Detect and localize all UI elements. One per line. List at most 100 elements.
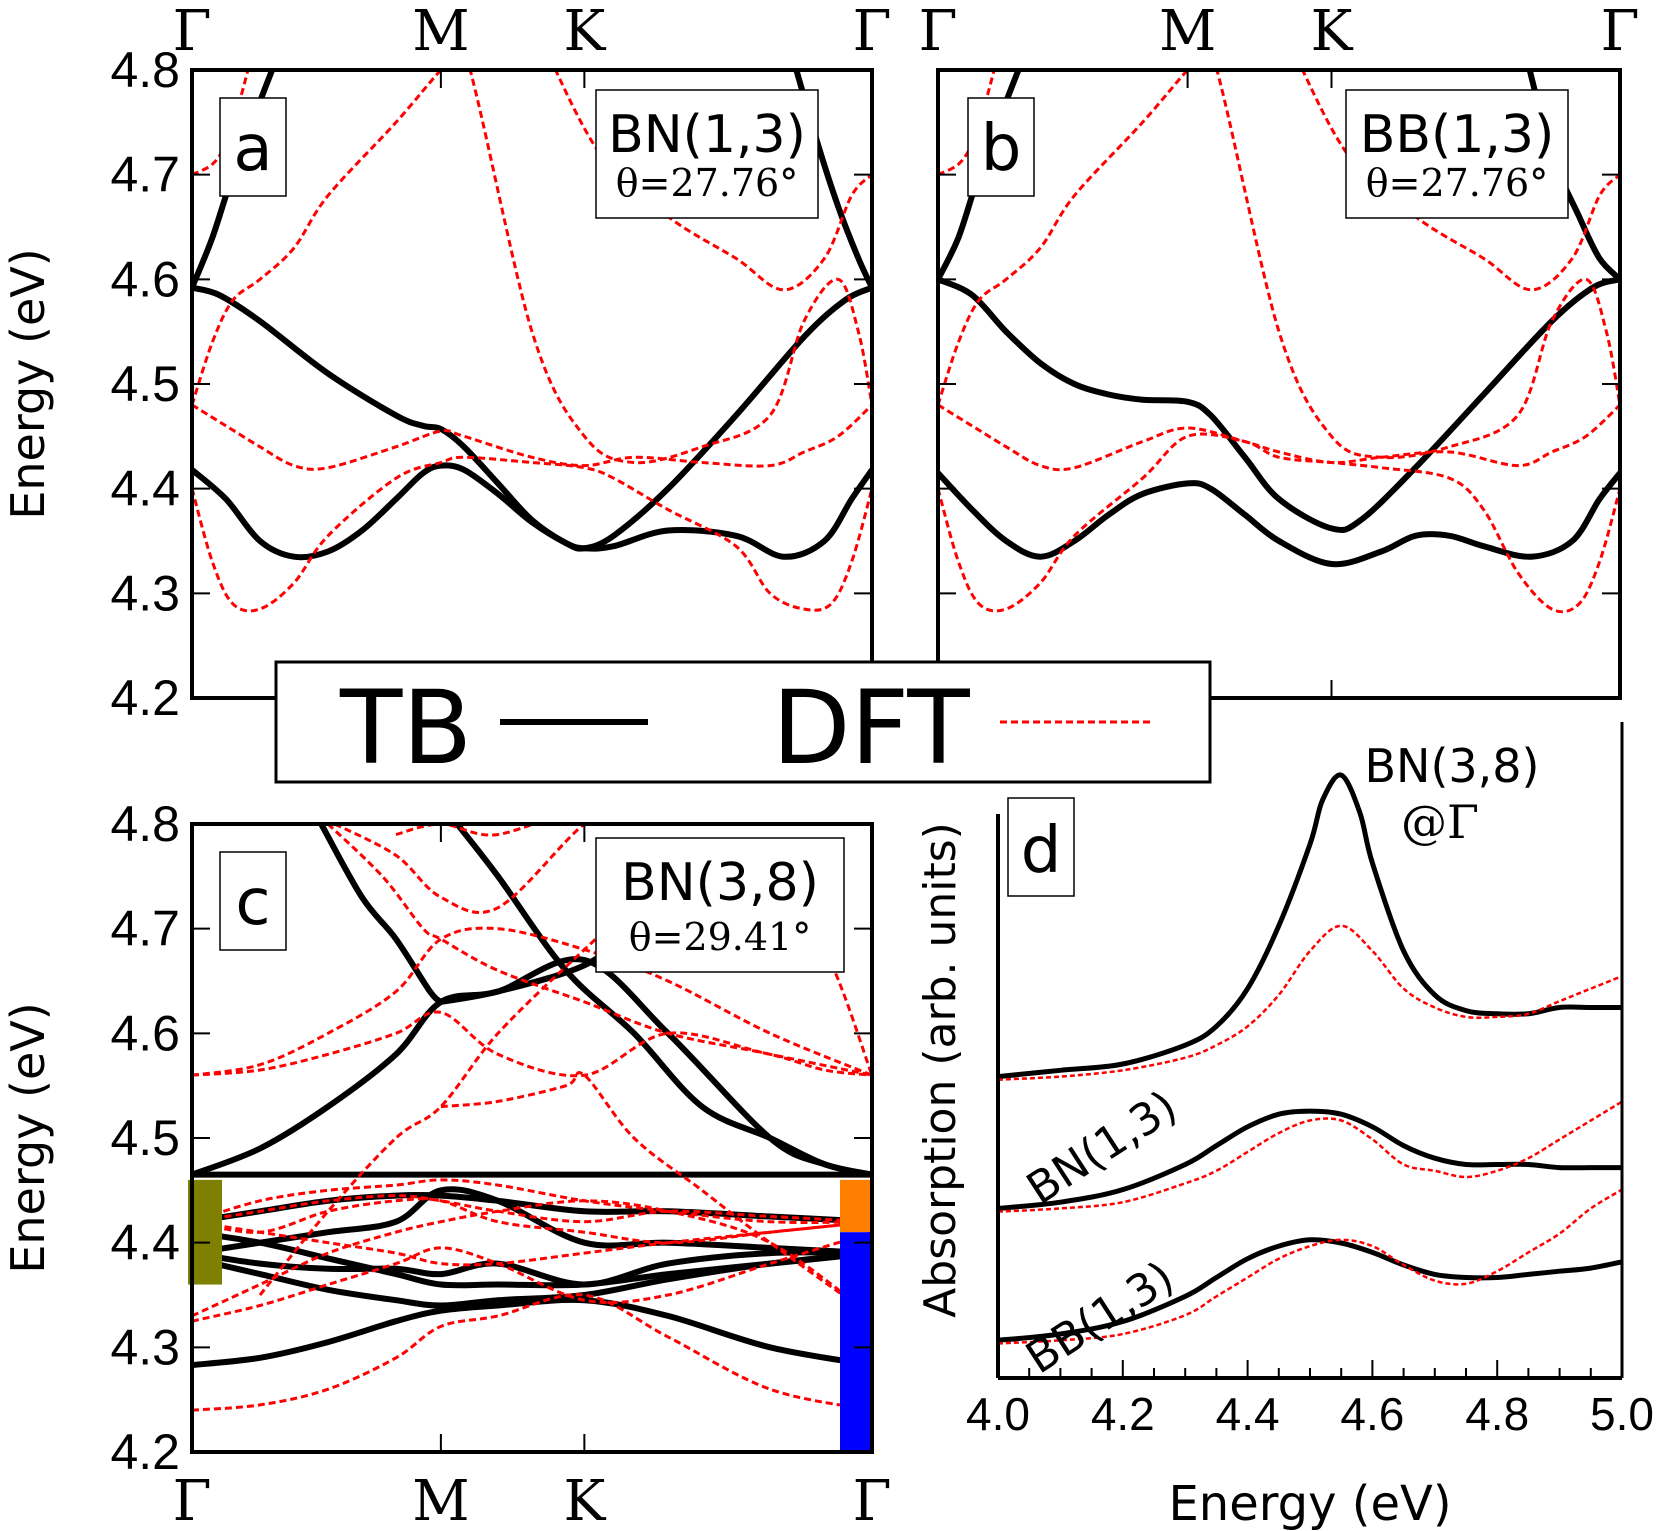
panel-letter: a	[233, 112, 272, 186]
twist-angle-label: θ=29.41°	[629, 915, 812, 959]
tb-absorption-2	[997, 1108, 1622, 1211]
dft-band-11	[192, 1293, 872, 1412]
legend-tb-label: TB	[339, 669, 472, 788]
dft-band-5	[938, 403, 1620, 472]
band-lines	[192, 824, 872, 1412]
y-axis-title: Energy (eV)	[1, 248, 55, 519]
x-tick-label: 4.6	[1340, 1388, 1404, 1440]
panel-letter-box	[1007, 797, 1075, 897]
y-tick-label: 4.6	[110, 251, 180, 307]
x-tick-label: 4.4	[1216, 1388, 1280, 1440]
dft-absorption-1	[997, 924, 1623, 1081]
dft-band-13	[192, 1194, 872, 1224]
x-tick-label: 4.0	[966, 1388, 1030, 1440]
y-tick-label: 4.3	[110, 1319, 180, 1375]
k-label-bottom: Γ	[853, 1469, 892, 1531]
x-tick-label: 4.2	[1091, 1388, 1155, 1440]
dft-band-8	[1300, 70, 1620, 292]
k-label-top: Γ	[1601, 0, 1640, 64]
tb-band-3	[192, 1249, 872, 1288]
tb-absorption-4	[997, 1237, 1623, 1343]
y-tick-label: 4.8	[110, 42, 180, 98]
tb-band-6	[192, 1229, 872, 1289]
legend-box	[274, 660, 1212, 784]
panel-letter-box	[219, 851, 287, 951]
dft-band-24	[192, 1197, 872, 1245]
y-axis-title: Energy (eV)	[1, 1002, 55, 1273]
y-tick-label: 4.8	[110, 796, 180, 852]
dft-band-18	[192, 926, 872, 1077]
tb-band-0	[938, 470, 1620, 568]
k-label-bottom: M	[412, 1469, 469, 1531]
structure-box	[595, 837, 845, 973]
k-label-top: Γ	[919, 0, 958, 64]
dft-band-23	[440, 1071, 872, 1318]
k-label-top: Γ	[173, 0, 212, 64]
y-tick-label: 4.5	[110, 1110, 180, 1166]
y-tick-label: 4.4	[110, 1215, 180, 1271]
k-label-top: K	[563, 0, 606, 64]
dft-band-20	[334, 824, 588, 914]
panel-b: Γ M K Γ BB(1,3)θ=27.76° b	[919, 0, 1640, 700]
structure-box	[595, 89, 819, 219]
dft-band-8	[553, 70, 872, 292]
dft-band-21	[395, 824, 538, 837]
x-tick-label: 5.0	[1590, 1388, 1654, 1440]
marker-bar-2	[840, 1232, 874, 1452]
structure-box	[1345, 89, 1569, 219]
k-label-bottom: Γ	[173, 1469, 212, 1531]
dft-band-6	[938, 70, 1620, 460]
twist-angle-label: θ=27.76°	[616, 161, 799, 205]
x-axis-title: Energy (eV)	[1168, 1476, 1451, 1531]
dft-band-4	[192, 455, 872, 613]
k-label-top: Γ	[853, 0, 892, 64]
y-tick-label: 4.2	[110, 1424, 180, 1480]
band-lines	[192, 70, 872, 613]
dft-band-6	[192, 70, 872, 465]
tb-band-1	[192, 284, 872, 552]
dft-absorption-5	[997, 1188, 1623, 1345]
dft-band-17	[192, 1010, 872, 1078]
y-tick-label: 4.2	[110, 670, 180, 726]
dft-band-5	[192, 403, 872, 471]
panel-letter: c	[235, 866, 270, 940]
annotation-bb13: BB(1,3)	[1017, 1252, 1183, 1384]
annotation-bn38: BN(3,8)	[1364, 739, 1539, 793]
dft-band-19	[326, 824, 872, 1077]
y-tick-label: 4.7	[110, 901, 180, 957]
tb-band-0	[192, 462, 872, 561]
tb-band-1	[192, 1296, 872, 1369]
tb-band-5	[192, 1186, 872, 1257]
twist-angle-label: θ=27.76°	[1366, 161, 1549, 205]
k-label-top: M	[412, 0, 469, 64]
k-label-bottom: K	[563, 1469, 606, 1531]
structure-label: BN(1,3)	[608, 105, 806, 165]
tb-absorption-0	[997, 772, 1622, 1080]
legend: TB DFT	[274, 660, 1212, 788]
k-label-top: K	[1311, 0, 1354, 64]
structure-label: BB(1,3)	[1360, 105, 1555, 165]
structure-label: BN(3,8)	[621, 853, 819, 913]
tb-band-1	[938, 276, 1620, 533]
dft-band-4	[938, 432, 1620, 614]
dft-band-14	[192, 1220, 872, 1267]
marker-bar-1	[840, 1179, 874, 1233]
y-tick-label: 4.7	[110, 147, 180, 203]
dft-band-16	[192, 1199, 872, 1318]
y-tick-label: 4.4	[110, 461, 180, 517]
k-label-top: M	[1159, 0, 1216, 64]
y-tick-label: 4.6	[110, 1005, 180, 1061]
x-tick-label: 4.8	[1465, 1388, 1529, 1440]
y-tick-label: 4.3	[110, 565, 180, 621]
panel-letter-box	[219, 97, 287, 197]
y-tick-label: 4.5	[110, 356, 180, 412]
panel-letter: b	[981, 112, 1022, 186]
panel-letter: d	[1021, 814, 1062, 888]
dft-absorption-3	[997, 1100, 1623, 1213]
tb-band-10	[454, 824, 872, 1178]
panel-letter-box	[967, 97, 1035, 197]
y-axis-title: Absorption (arb. units)	[915, 822, 966, 1318]
